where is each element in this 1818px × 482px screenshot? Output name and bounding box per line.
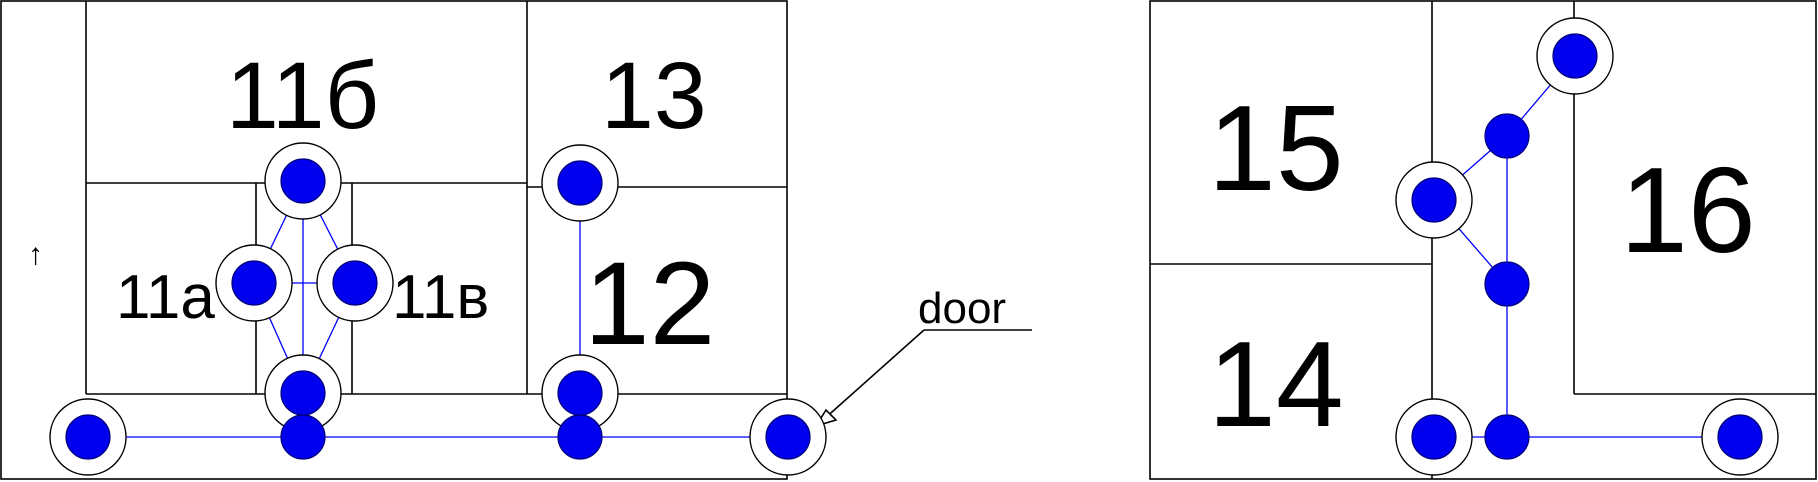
graph-node <box>280 158 326 204</box>
right-plan-outline <box>1149 0 1817 480</box>
graph-node <box>1484 261 1530 307</box>
graph-node <box>65 414 111 460</box>
room-label-12: 12 <box>584 238 715 370</box>
north-arrow-icon: ↑ <box>28 238 43 271</box>
left-floor-plan: 11б 13 11а 11в 12 ↑ door <box>0 0 1032 480</box>
room-label-14: 14 <box>1208 316 1344 452</box>
room-label-15: 15 <box>1208 80 1344 216</box>
graph-node <box>1552 33 1598 79</box>
room-label-13: 13 <box>601 43 707 149</box>
graph-node <box>557 414 603 460</box>
graph-node <box>1717 414 1763 460</box>
room-label-11v: 11в <box>392 263 489 332</box>
graph-node <box>1484 113 1530 159</box>
graph-node <box>557 370 603 416</box>
room-label-16: 16 <box>1620 142 1756 278</box>
graph-node <box>231 260 277 306</box>
graph-node <box>332 260 378 306</box>
door-callout-label: door <box>918 284 1006 333</box>
graph-node <box>1411 414 1457 460</box>
left-plan-outline <box>0 0 788 480</box>
graph-node <box>1411 177 1457 223</box>
graph-node <box>280 370 326 416</box>
graph-node <box>557 160 603 206</box>
room-label-11b: 11б <box>226 43 379 149</box>
graph-node <box>280 414 326 460</box>
room-label-11a: 11а <box>116 263 215 332</box>
door-callout-arrow-line <box>822 329 925 421</box>
graph-node <box>1484 414 1530 460</box>
graph-node <box>765 414 811 460</box>
right-floor-plan: 15 14 16 <box>1149 0 1817 480</box>
